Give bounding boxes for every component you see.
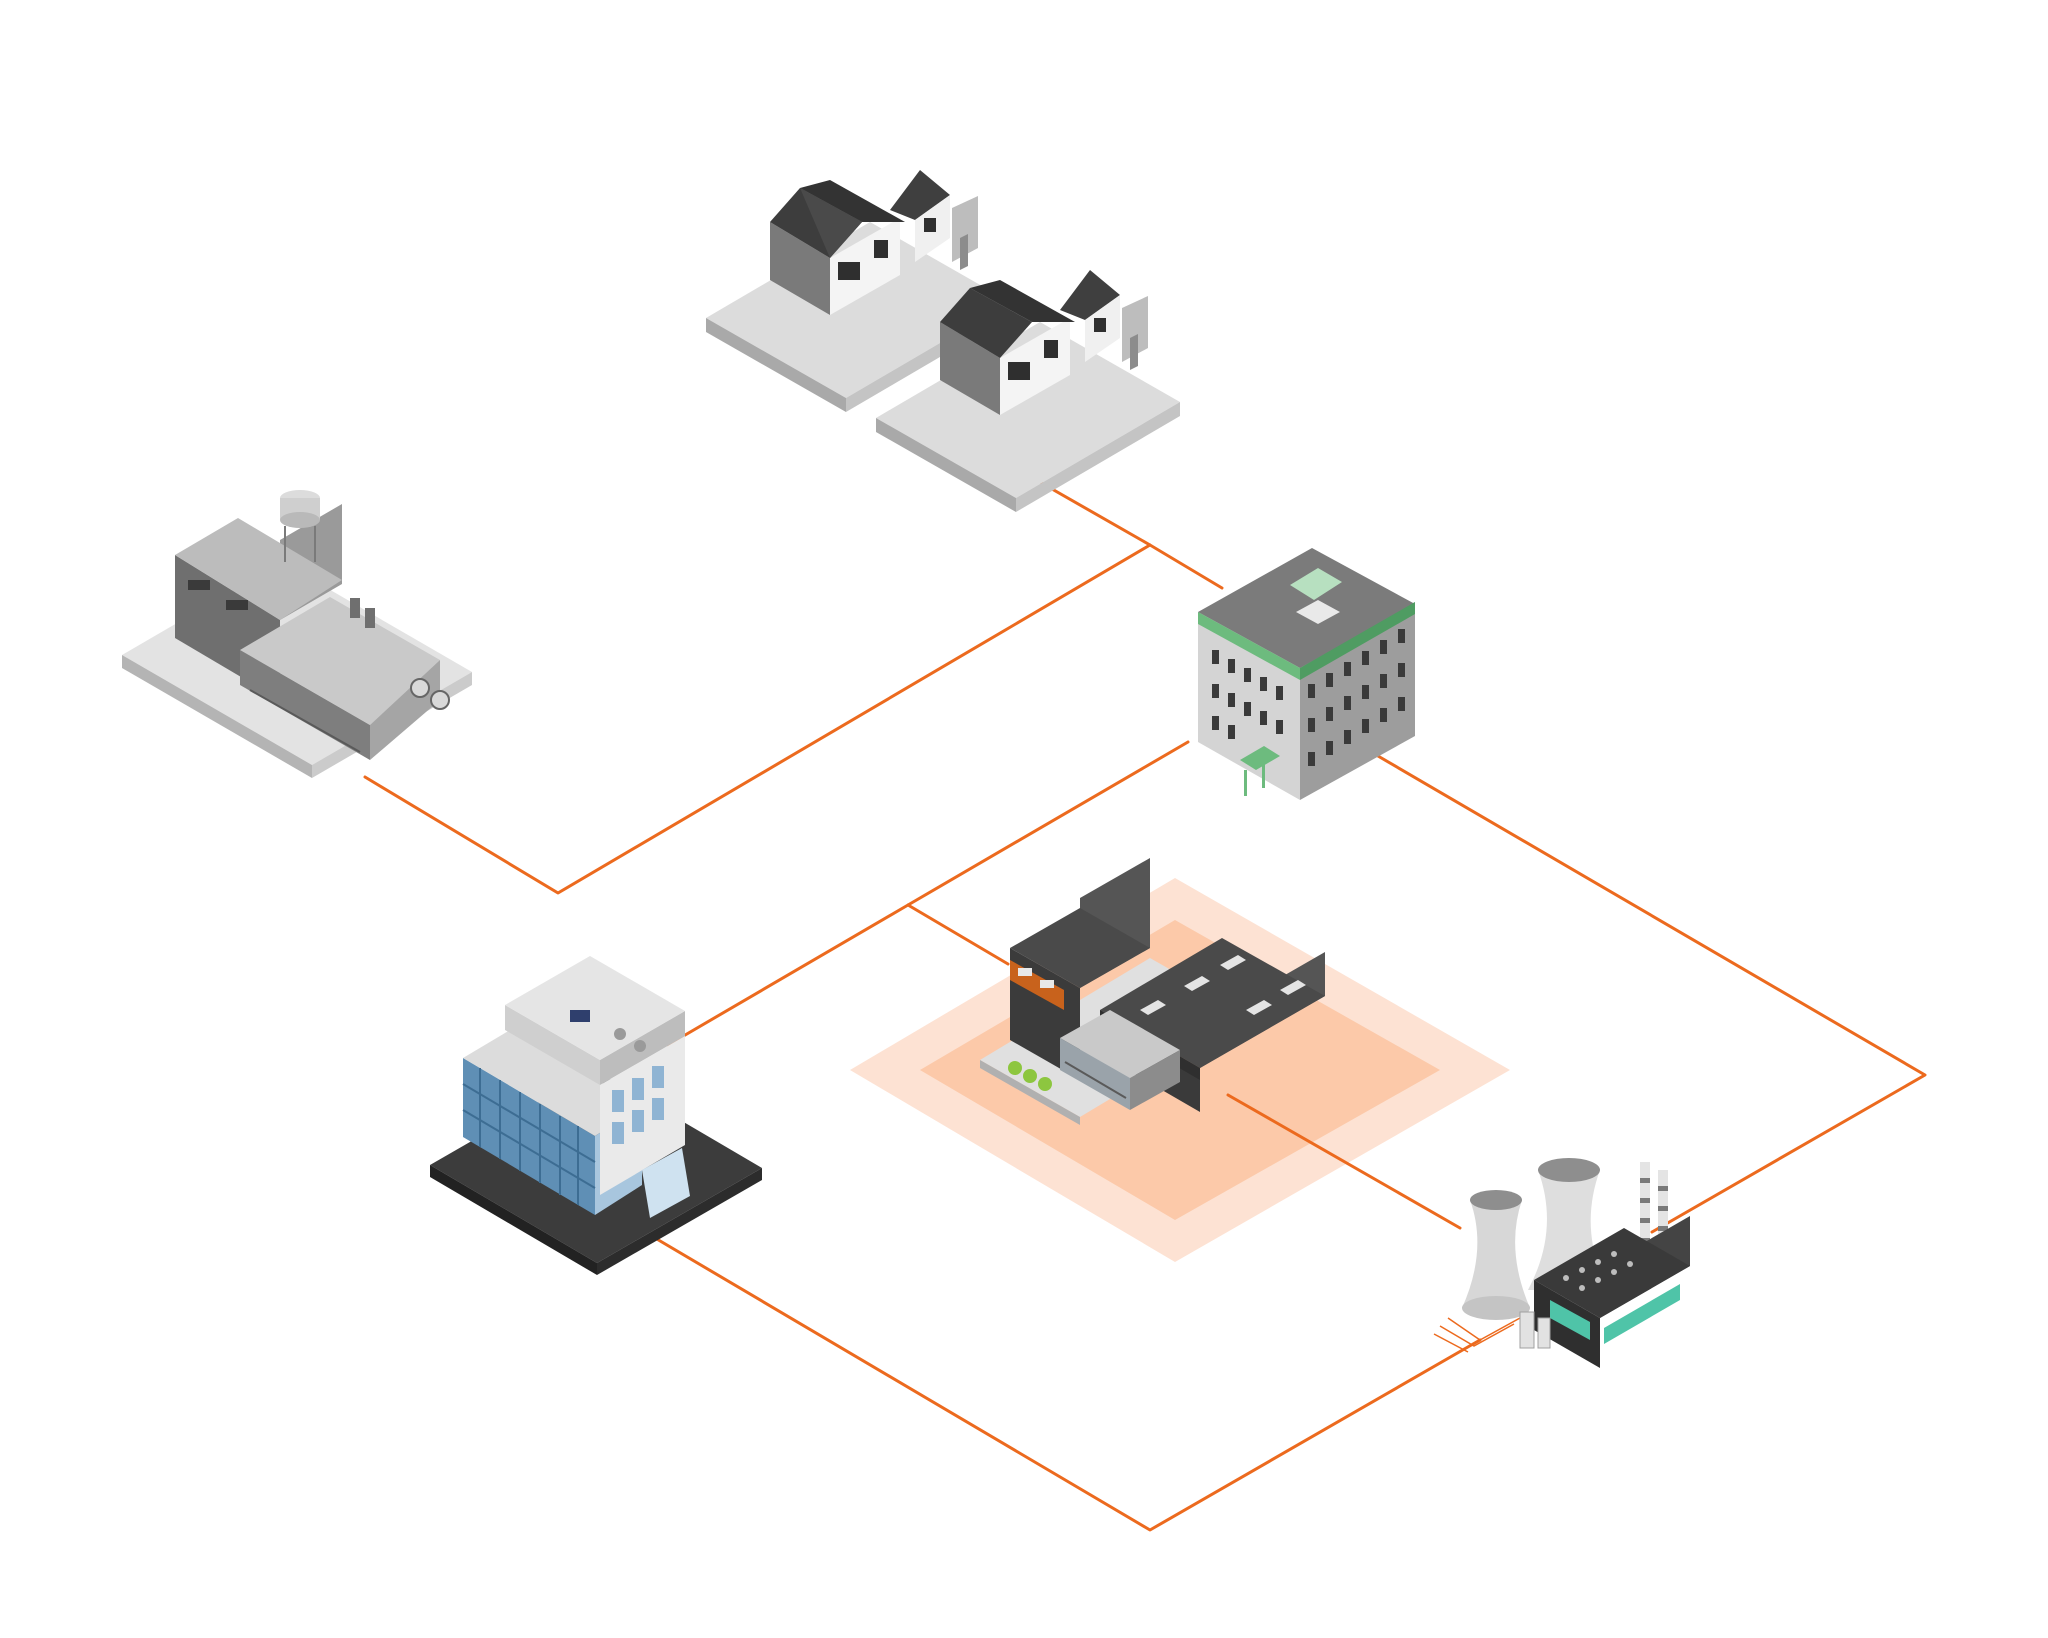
power-plant-icon: [1462, 1158, 1690, 1368]
connector-warehouse-powerplant: [1226, 1093, 1462, 1230]
house-front: [876, 270, 1180, 512]
connector-office-powerplant: [648, 1233, 1482, 1532]
houses-icon: [706, 170, 1180, 512]
house-back: [706, 170, 1010, 412]
connector-lines: [363, 459, 1927, 1532]
connector-junction-warehouse: [906, 903, 1010, 966]
warehouse-icon: [980, 858, 1325, 1125]
powerplant-pipes: [1433, 1317, 1521, 1353]
connector-houses-factory: [363, 543, 1152, 895]
factory-icon: [122, 490, 472, 778]
apartment-building-icon: [1198, 548, 1415, 800]
office-building-icon: [430, 956, 762, 1275]
connector-apartment-powerplant: [1376, 754, 1927, 1234]
